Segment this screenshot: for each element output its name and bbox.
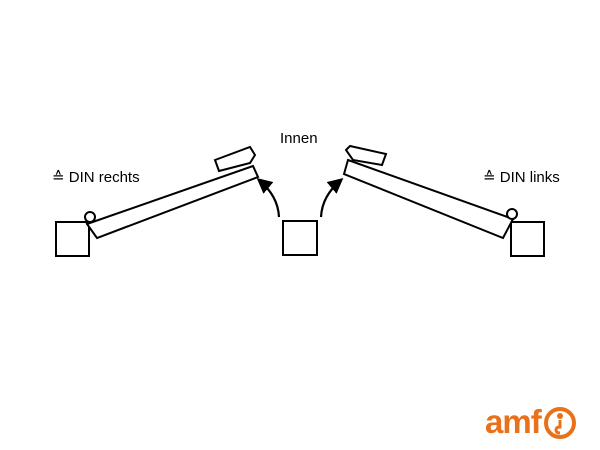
right-door-leaf [342, 158, 515, 240]
left-door-handle [213, 145, 257, 173]
right-door-handle [344, 144, 388, 167]
amf-logo-text: amf [485, 403, 542, 440]
left-frame-block [55, 221, 90, 257]
label-din-rechts: ≙ DIN rechts [52, 169, 140, 186]
left-door-assembly [55, 145, 260, 257]
label-din-links: ≙ DIN links [483, 169, 560, 186]
amf-logo: amf [485, 405, 580, 443]
amf-logo-emblem-icon [544, 407, 576, 439]
arrow-up-left [256, 178, 281, 218]
center-block [282, 220, 318, 256]
right-door-assembly [342, 144, 545, 257]
left-hinge [84, 211, 96, 223]
label-innen: Innen [280, 130, 318, 147]
left-door-leaf [85, 164, 260, 240]
right-frame-block [510, 221, 545, 257]
right-hinge [506, 208, 518, 220]
arrow-up-right [319, 178, 344, 218]
